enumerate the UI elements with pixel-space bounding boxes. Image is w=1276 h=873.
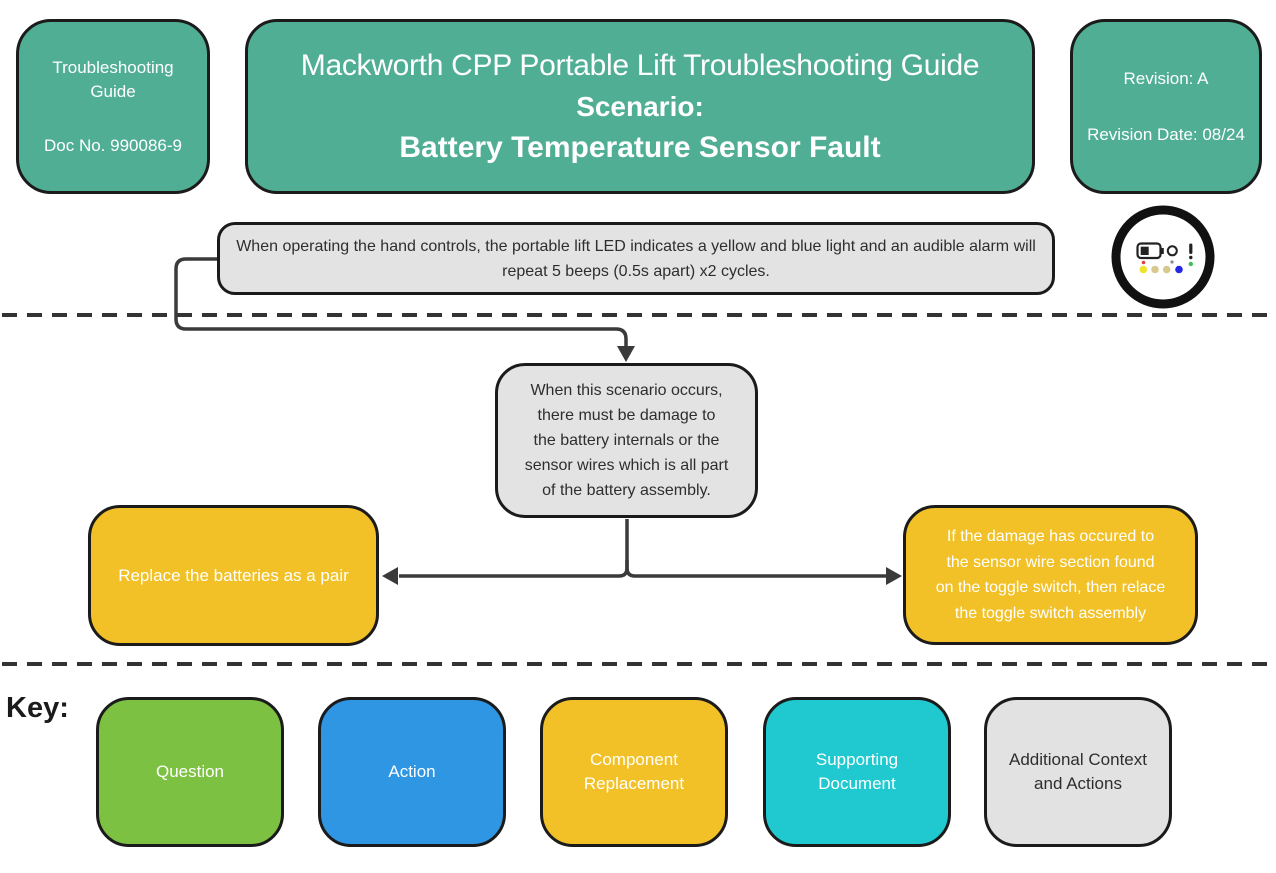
toggle-switch-line: If the damage has occured to — [946, 528, 1155, 545]
doc-number-box: Troubleshooting Guide Doc No. 990086-9 — [16, 19, 210, 194]
led-color-dots — [1139, 265, 1183, 274]
battery-icon — [1136, 242, 1164, 260]
power-status-dot — [1170, 260, 1174, 264]
connector-context-to-actions — [382, 519, 902, 585]
symptom-text: When operating the hand controls, the po… — [236, 237, 1036, 280]
lift-led-indicator-icon — [1111, 205, 1215, 309]
arrowhead-down-icon — [617, 346, 635, 362]
toggle-switch-line: the sensor wire section found — [946, 553, 1155, 571]
revision-date: Revision Date: 08/24 — [1087, 124, 1245, 144]
arrowhead-left-icon — [382, 567, 398, 585]
key-item-label: Action — [388, 762, 436, 781]
guide-title: Mackworth CPP Portable Lift Troubleshoot… — [300, 49, 980, 82]
context-line: of the battery assembly. — [542, 482, 711, 499]
doc-box-title: Troubleshooting Guide — [52, 57, 174, 101]
replace-batteries-text: Replace the batteries as a pair — [118, 565, 349, 585]
toggle-switch-box: If the damage has occured to the sensor … — [903, 505, 1198, 645]
key-item-component-replacement: Component Replacement — [540, 697, 728, 847]
replace-batteries-box: Replace the batteries as a pair — [88, 505, 379, 646]
key-item-label: Additional Context and Actions — [1009, 750, 1147, 793]
revision: Revision: A — [1123, 68, 1209, 88]
key-item-action: Action — [318, 697, 506, 847]
connector-symptom-to-context — [174, 257, 635, 362]
key-item-supporting-document: Supporting Document — [763, 697, 951, 847]
alert-exclamation-icon — [1189, 243, 1193, 260]
context-line: the battery internals or the — [533, 432, 720, 449]
context-line: sensor wires which is all part — [524, 457, 729, 474]
arrowhead-right-icon — [886, 567, 902, 585]
indicator-ring — [1111, 205, 1215, 309]
page-title: Mackworth CPP Portable Lift Troubleshoot… — [245, 19, 1035, 194]
context-line: When this scenario occurs, — [530, 382, 723, 399]
toggle-switch-line: the toggle switch assembly — [954, 604, 1147, 622]
key-label: Key: — [6, 692, 69, 724]
alert-status-dot — [1188, 261, 1194, 267]
key-item-additional-context: Additional Context and Actions — [984, 697, 1172, 847]
key-item-question: Question — [96, 697, 284, 847]
key-item-label: Supporting Document — [815, 750, 899, 793]
context-line: there must be damage to — [537, 407, 716, 424]
scenario-label: Scenario: — [576, 91, 704, 122]
key-item-label: Question — [155, 762, 225, 781]
revision-box: Revision: A Revision Date: 08/24 — [1070, 19, 1262, 194]
scenario-name: Battery Temperature Sensor Fault — [399, 131, 881, 164]
toggle-switch-line: on the toggle switch, then relace — [935, 579, 1166, 596]
symptom-box: When operating the hand controls, the po… — [217, 222, 1055, 295]
doc-number: Doc No. 990086-9 — [44, 135, 182, 155]
battery-status-dot — [1141, 260, 1146, 265]
key-item-label: Component Replacement — [583, 750, 685, 793]
power-circle-icon — [1166, 245, 1178, 257]
context-box: When this scenario occurs, there must be… — [495, 363, 758, 518]
